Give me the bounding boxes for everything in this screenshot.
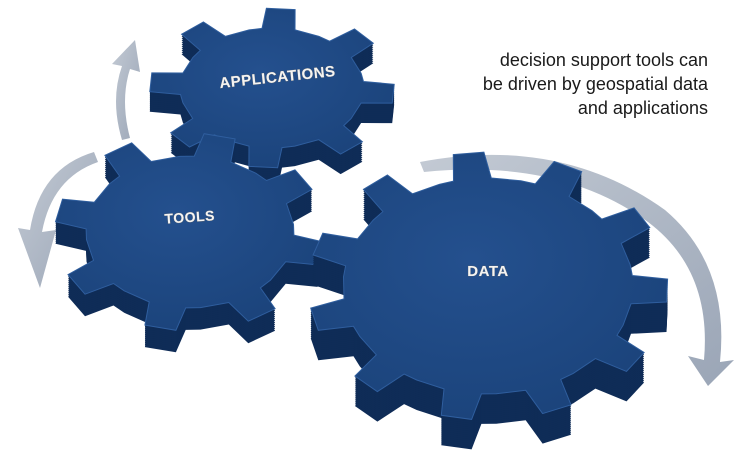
- caption-line-3: and applications: [577, 98, 708, 118]
- diagram-caption: decision support tools can be driven by …: [408, 48, 708, 120]
- cycle-arrows: [18, 40, 734, 386]
- tools-gear: [54, 133, 326, 353]
- arrow-right: [420, 154, 734, 386]
- arrow-left: [18, 152, 98, 288]
- data-gear: [310, 151, 669, 450]
- arrow-top-left: [112, 40, 140, 140]
- caption-line-1: decision support tools can: [499, 50, 708, 70]
- tools-gear-label: TOOLS: [164, 207, 215, 226]
- applications-gear-face: [149, 7, 395, 169]
- tools-gear-face: [54, 133, 326, 331]
- data-gear-face: [310, 151, 669, 420]
- caption-line-2: be driven by geospatial data: [482, 74, 708, 94]
- data-gear-label: DATA: [467, 263, 508, 280]
